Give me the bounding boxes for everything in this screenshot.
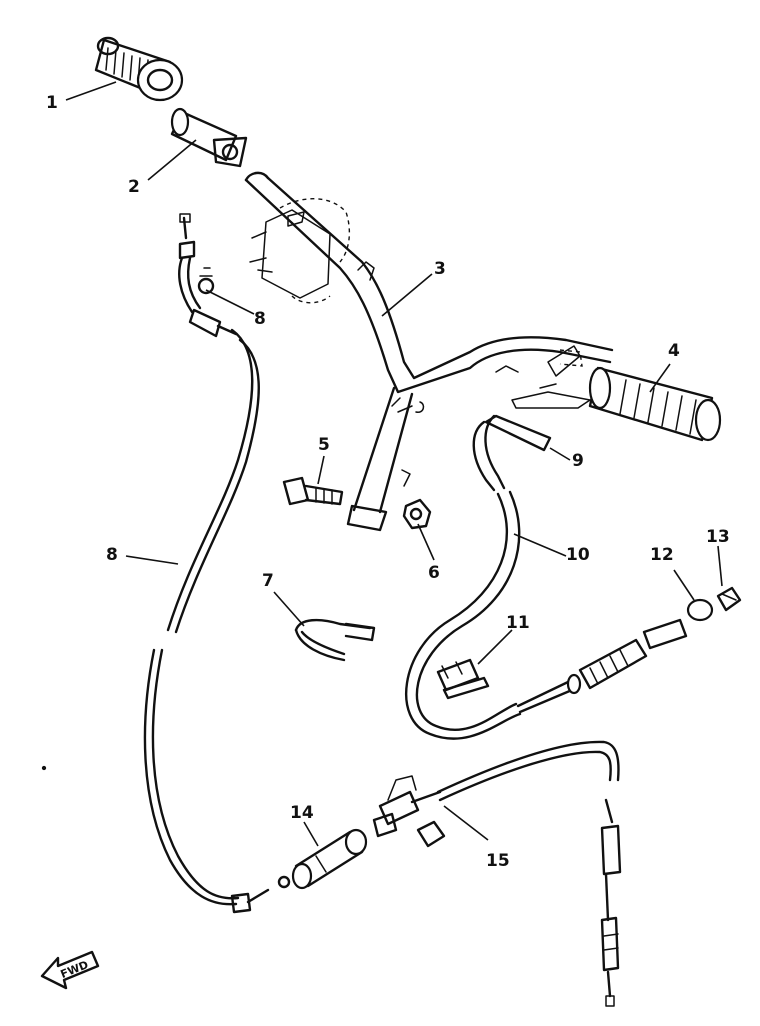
leader-13 bbox=[477, 629, 513, 665]
part-4-band bbox=[294, 618, 376, 662]
part-6-grip bbox=[94, 36, 184, 102]
fwd-label: FWD bbox=[59, 958, 91, 981]
stray-dot bbox=[41, 765, 47, 771]
callout-4: 7 bbox=[262, 571, 274, 591]
part-5-grip-right bbox=[511, 345, 722, 442]
callout-labels: 1 2 3 4 5 6 7 8 8 9 10 11 12 13 14 15 bbox=[46, 93, 730, 871]
switch-housing-reference bbox=[249, 198, 351, 304]
leader-8 bbox=[125, 555, 179, 565]
leader-4 bbox=[273, 591, 305, 627]
leader-5 bbox=[649, 363, 671, 393]
callout-8b: 9 bbox=[572, 451, 584, 471]
fwd-arrow-icon: FWD bbox=[40, 950, 100, 990]
leader-14 bbox=[717, 545, 723, 587]
part-8-throttle-cable bbox=[143, 213, 291, 914]
callout-15: 12 bbox=[650, 545, 674, 565]
callout-3: 6 bbox=[428, 563, 440, 583]
leader-lines bbox=[65, 81, 723, 847]
callout-7: 2 bbox=[128, 177, 140, 197]
leader-8b bbox=[549, 447, 571, 461]
callout-14: 13 bbox=[706, 527, 730, 547]
leader-3 bbox=[417, 523, 435, 561]
part-13-clip bbox=[436, 658, 490, 700]
part-2-bolt bbox=[282, 476, 344, 506]
callout-9: 14 bbox=[290, 803, 314, 823]
callout-6: 1 bbox=[46, 93, 58, 113]
part-11-screw bbox=[197, 267, 215, 295]
leader-15 bbox=[673, 569, 695, 601]
part-14-bolt bbox=[716, 586, 742, 612]
cable-adjuster bbox=[516, 618, 688, 714]
callout-11: 8 bbox=[254, 309, 266, 329]
part-9-throttle-grip bbox=[291, 828, 368, 890]
part-1-handlebar bbox=[244, 171, 614, 532]
leader-9 bbox=[303, 821, 319, 847]
leader-10 bbox=[443, 805, 489, 841]
callout-5: 4 bbox=[668, 341, 680, 361]
part-10-clutch-cable bbox=[372, 740, 622, 1007]
callout-10: 15 bbox=[486, 851, 510, 871]
callout-13: 11 bbox=[506, 613, 530, 633]
leader-11 bbox=[205, 289, 255, 315]
leader-6 bbox=[65, 81, 117, 101]
leader-2 bbox=[317, 455, 325, 485]
callout-2: 5 bbox=[318, 435, 330, 455]
callout-8: 8 bbox=[106, 545, 118, 565]
part-7-throttle-tube bbox=[170, 107, 248, 168]
leader-12 bbox=[513, 533, 567, 557]
callout-1: 3 bbox=[434, 259, 446, 279]
leader-7 bbox=[147, 139, 197, 181]
part-3-nut bbox=[402, 498, 432, 530]
leader-1 bbox=[381, 273, 433, 317]
part-15-cap bbox=[686, 598, 714, 622]
part-12-hose bbox=[404, 414, 552, 740]
callout-12: 10 bbox=[566, 545, 590, 565]
